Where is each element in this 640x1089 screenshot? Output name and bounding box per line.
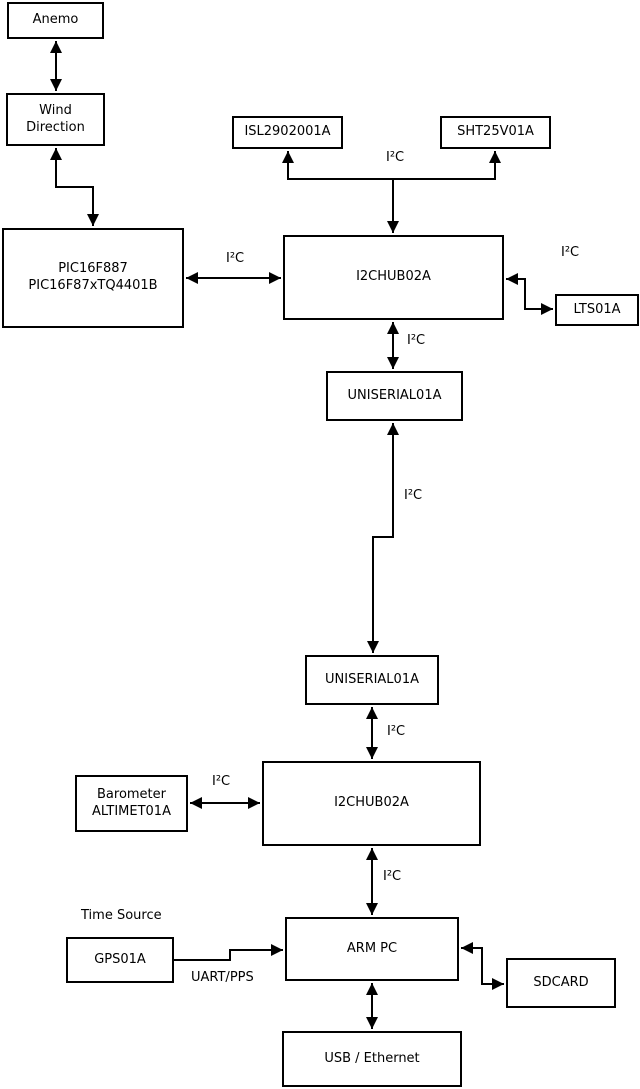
node-lts01a-label: LTS01A: [573, 301, 621, 317]
connector-armpc-sdcard: [461, 942, 504, 990]
edge-label-i2c-pic-hub: I²C: [226, 251, 245, 266]
node-uniserial01a-bottom: UNISERIAL01A: [305, 655, 439, 705]
node-usb-ethernet: USB / Ethernet: [282, 1031, 462, 1087]
node-i2chub02a-top: I2CHUB02A: [283, 235, 504, 320]
connector-winddirection-pic: [50, 148, 99, 226]
node-i2chub02a-top-label: I2CHUB02A: [356, 269, 431, 285]
node-sht25v01a: SHT25V01A: [440, 116, 551, 149]
node-sdcard-label: SDCARD: [533, 974, 589, 990]
edge-label-i2c-barometer-hub: I²C: [212, 774, 231, 789]
connector-i2chubtop-lts: [506, 273, 553, 315]
edge-label-time-source: Time Source: [81, 908, 162, 923]
edge-label-i2c-uniserial-uniserial: I²C: [404, 488, 423, 503]
node-wind-direction-label-line2: Direction: [26, 119, 85, 135]
node-sdcard: SDCARD: [506, 958, 616, 1008]
connector-uniserialtop-uniserialbottom: [367, 423, 399, 653]
edge-label-i2c-hub-lts: I²C: [561, 245, 580, 260]
edge-label-i2c-hub-uniserial: I²C: [407, 333, 426, 348]
node-barometer-label-line2: ALTIMET01A: [92, 803, 171, 819]
node-pic16f887-label-line2: PIC16F87xTQ4401B: [28, 278, 158, 293]
node-arm-pc: ARM PC: [285, 917, 459, 981]
node-wind-direction-label-line1: Wind: [39, 102, 72, 118]
node-gps01a: GPS01A: [66, 937, 174, 983]
node-isl2902001a-label: ISL2902001A: [244, 124, 331, 140]
node-gps01a-label: GPS01A: [94, 951, 146, 967]
node-i2chub02a-bottom-label: I2CHUB02A: [334, 795, 409, 811]
connector-gps-armpc: [174, 944, 283, 961]
node-arm-pc-label: ARM PC: [346, 940, 398, 956]
node-barometer-altimet01a: Barometer ALTIMET01A: [75, 775, 188, 832]
node-isl2902001a: ISL2902001A: [232, 116, 343, 149]
edge-label-i2c-uniserial-hub: I²C: [387, 724, 406, 739]
node-pic16f887-label-line1: PIC16F887: [58, 261, 128, 277]
edge-label-i2c-bus-top: I²C: [386, 150, 405, 165]
node-lts01a: LTS01A: [555, 294, 639, 326]
node-uniserial01a-top: UNISERIAL01A: [326, 371, 463, 421]
node-sht25v01a-label: SHT25V01A: [457, 124, 534, 140]
node-uniserial01a-top-label: UNISERIAL01A: [347, 387, 442, 403]
node-i2chub02a-bottom: I2CHUB02A: [262, 761, 481, 846]
edge-label-i2c-hub-armpc: I²C: [383, 869, 402, 884]
edge-label-uart-pps: UART/PPS: [191, 970, 254, 985]
connector-isl-sht-bus: [282, 151, 501, 180]
node-anemo-label: Anemo: [32, 12, 79, 28]
node-barometer-label-line1: Barometer: [97, 786, 166, 802]
node-pic16f887: PIC16F887 PIC16F87xTQ4401B: [2, 228, 184, 328]
node-wind-direction: Wind Direction: [6, 93, 105, 146]
node-usb-ethernet-label: USB / Ethernet: [324, 1050, 420, 1066]
node-uniserial01a-bottom-label: UNISERIAL01A: [325, 671, 419, 687]
node-anemo: Anemo: [7, 2, 104, 39]
